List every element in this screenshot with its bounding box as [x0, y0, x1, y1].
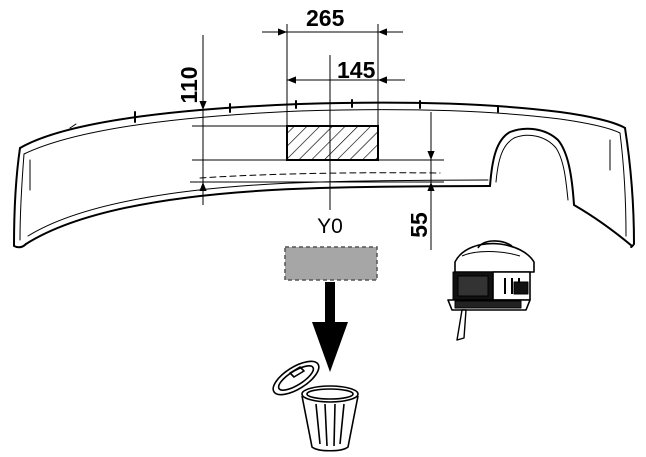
trash-bin-icon: [272, 360, 359, 452]
axis-y0-label: Y0: [317, 215, 343, 238]
dimension-145-label: 145: [337, 57, 376, 83]
dimension-110-label: 110: [176, 66, 202, 103]
jigsaw-icon: [447, 240, 535, 341]
removed-piece: [284, 246, 378, 281]
rear-bumper-drawing: [13, 99, 635, 249]
cutout-area: [286, 125, 379, 161]
down-arrow-icon: [312, 282, 348, 372]
dimension-265-label: 265: [306, 5, 345, 31]
dimension-lines: [190, 24, 444, 250]
dimension-55-label: 55: [406, 212, 432, 238]
